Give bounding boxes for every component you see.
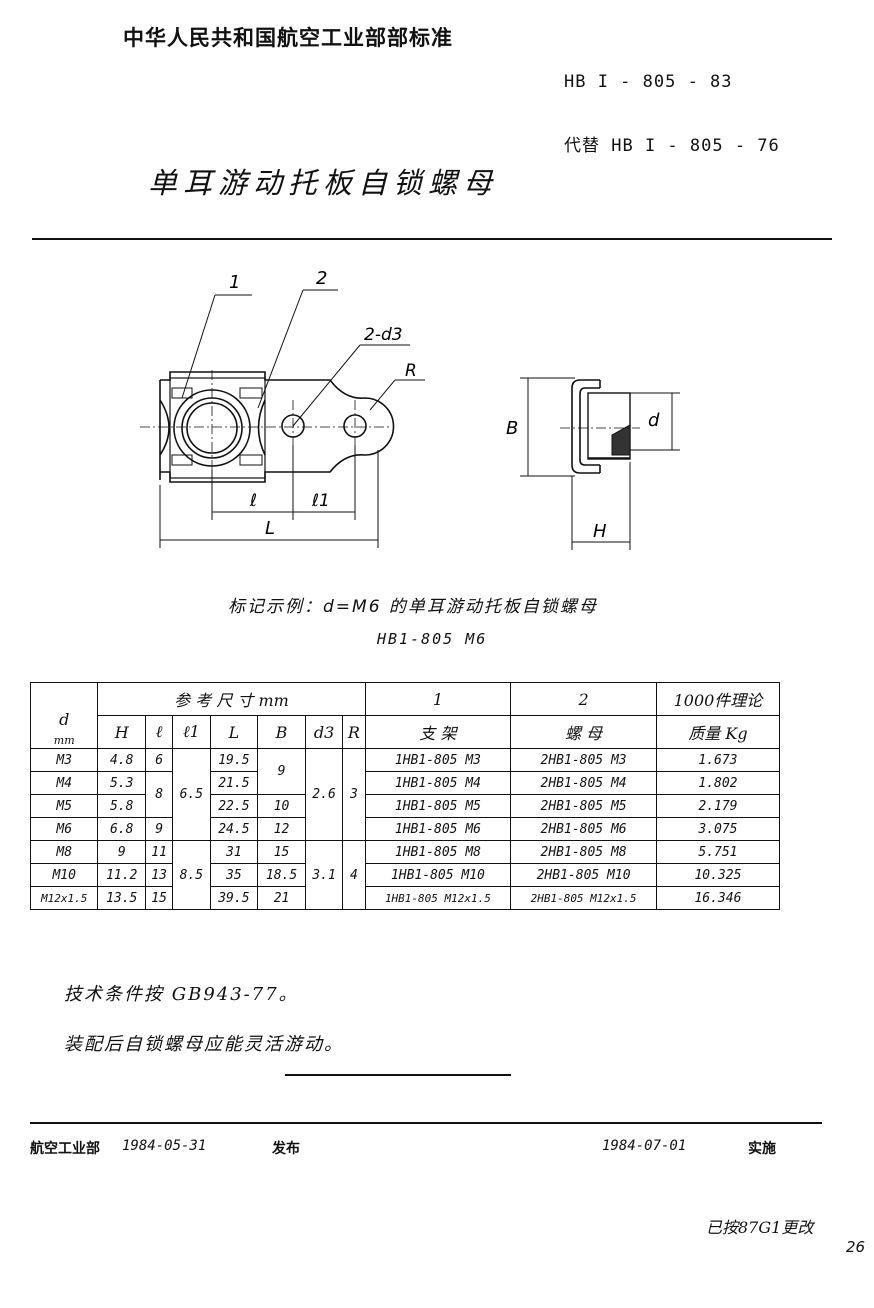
table-row: M5 5.8 22.5 10 1HB1-805 M5 2HB1-805 M5 2…: [29, 794, 781, 818]
table-row: M8 9 11 8.5 31 15 3.1 4 1HB1-805 M8 2HB1…: [29, 840, 781, 910]
header-col1: 1: [364, 682, 512, 716]
table-row: M10 11.2 13 35 18.5 1HB1-805 M10 2HB1-80…: [29, 863, 781, 887]
standard-code: HB I - 805 - 83: [564, 72, 733, 92]
label-B: B: [506, 418, 518, 439]
label-d: d: [648, 410, 660, 431]
footer-issue-date: 1984-05-31: [122, 1138, 207, 1154]
header-H: H: [97, 715, 147, 749]
document-title: 单耳游动托板自锁螺母: [148, 166, 499, 200]
label-l1: ℓ1: [311, 491, 330, 511]
header-rule: [32, 238, 832, 240]
page-number: 26: [846, 1238, 866, 1256]
label-H: H: [593, 521, 607, 542]
header-l: ℓ: [145, 715, 174, 749]
organization-header: 中华人民共和国航空工业部部标准: [123, 26, 453, 50]
note-assembly: 装配后自锁螺母应能灵活游动。: [64, 1034, 344, 1055]
label-part2: 2: [316, 268, 327, 289]
table-row: M12x1.5 13.5 15 39.5 21 1HB1-805 M12x1.5…: [29, 886, 781, 910]
label-l: ℓ: [249, 491, 257, 511]
label-L: L: [265, 518, 275, 539]
header-support: 支 架: [364, 715, 512, 749]
label-holes: 2-d3: [364, 325, 403, 345]
header-mass: 1000件理论: [655, 682, 781, 716]
marking-code: HB1-805 M6: [377, 630, 488, 648]
header-ref-dims: 参 考 尺 寸 mm: [97, 682, 366, 716]
technical-drawing: 1 2 2-d3 R ℓ ℓ1 L B d H: [140, 268, 680, 550]
header-col2: 2: [510, 682, 657, 716]
end-rule: [285, 1074, 511, 1076]
label-part1: 1: [229, 272, 240, 293]
header-R: R: [342, 715, 366, 749]
header-nut: 螺 母: [510, 715, 657, 749]
handwritten-note: 已按87G1更改: [706, 1218, 814, 1237]
replaces-code: 代替 HB I - 805 - 76: [564, 136, 780, 156]
footer-issuer: 航空工业部: [30, 1141, 100, 1157]
footer-implemented: 实施: [748, 1141, 776, 1157]
footer-published: 发布: [272, 1141, 300, 1157]
header-L: L: [209, 715, 259, 749]
marking-example: 标记示例：d=M6 的单耳游动托板自锁螺母: [228, 597, 598, 617]
label-radius: R: [405, 361, 417, 381]
footer-rule: [30, 1122, 822, 1124]
footer-impl-date: 1984-07-01: [602, 1138, 687, 1154]
header-mass-unit: 质量 Kg: [655, 715, 781, 749]
header-B: B: [257, 715, 306, 749]
table-row: M4 5.3 8 21.5 1HB1-805 M4 2HB1-805 M4 1.…: [29, 771, 781, 818]
note-tech-conditions: 技术条件按 GB943-77。: [64, 984, 299, 1005]
header-d3: d3: [304, 715, 344, 749]
header-l1: ℓ1: [172, 715, 211, 749]
table-row: M6 6.8 9 24.5 12 1HB1-805 M6 2HB1-805 M6…: [29, 817, 781, 841]
table-row: M3 4.8 6 6.5 19.5 9 2.6 3 1HB1-805 M3 2H…: [29, 748, 781, 841]
